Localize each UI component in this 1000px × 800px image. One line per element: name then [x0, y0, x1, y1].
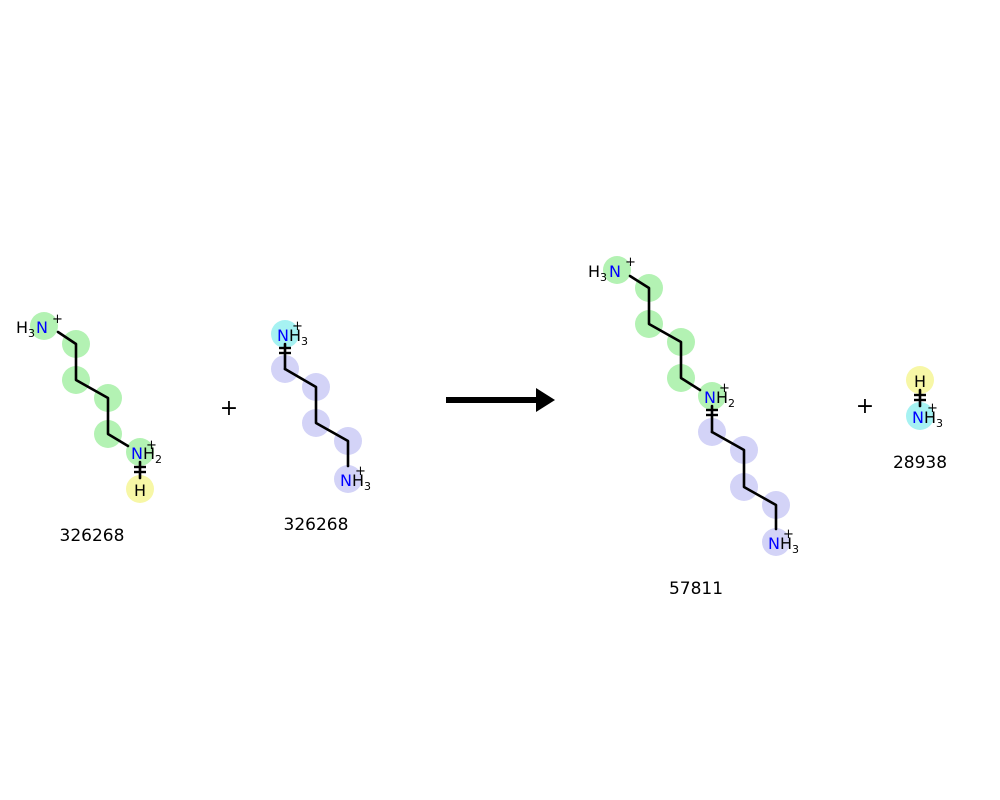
- product-2-atom-nh3: N H 3 +: [912, 401, 943, 430]
- atom-h-suffix: H: [352, 471, 364, 490]
- product-1-atom-nh3-top: H 3 N +: [588, 255, 636, 284]
- reaction-arrow: [446, 388, 555, 412]
- reactant-1-highlights: [30, 312, 154, 503]
- atom-hydrogen: H: [134, 481, 146, 500]
- atom-nitrogen: N: [36, 318, 48, 337]
- atom-h-subscript: 3: [600, 271, 607, 284]
- atom-nitrogen: N: [277, 326, 289, 345]
- reactant-2-label: 326268: [284, 515, 349, 535]
- atom-charge: +: [927, 401, 938, 416]
- product-1: H 3 N + N H 2 + N H 3 + 57811: [588, 255, 799, 599]
- atom-charge: +: [292, 319, 303, 334]
- atom-h-suffix: H: [780, 534, 792, 553]
- atom-nitrogen: N: [704, 388, 716, 407]
- atom-h-subscript: 3: [301, 335, 308, 348]
- atom-nitrogen: N: [768, 534, 780, 553]
- atom-charge: +: [146, 438, 157, 453]
- atom-charge: +: [783, 527, 794, 542]
- atom-nitrogen: N: [131, 444, 143, 463]
- atom-h-subscript: 2: [155, 453, 162, 466]
- plus-sign-reactants: +: [220, 396, 238, 421]
- product-2-label: 28938: [893, 453, 947, 473]
- atom-h-prefix: H: [16, 318, 28, 337]
- reactant-1-atom-nh3: H 3 N +: [16, 312, 63, 340]
- reactant-2: N H 3 + N H 3 + 326268: [271, 319, 371, 535]
- reactant-1-atom-nh2: N H 2 +: [131, 438, 162, 466]
- atom-h-suffix: H: [716, 388, 728, 407]
- atom-nitrogen: N: [340, 471, 352, 490]
- atom-h-prefix: H: [588, 262, 600, 281]
- plus-sign-products: +: [856, 394, 874, 419]
- atom-h-suffix: H: [143, 444, 155, 463]
- reactant-2-atom-nh3-bottom: N H 3 +: [340, 464, 371, 493]
- atom-h-subscript: 3: [792, 543, 799, 556]
- atom-charge: +: [719, 381, 730, 396]
- reactant-1-bonds: [56, 330, 146, 480]
- atom-h-subscript: 3: [936, 417, 943, 430]
- atom-h-subscript: 3: [364, 480, 371, 493]
- reactant-1-label: 326268: [60, 526, 125, 546]
- atom-nitrogen: N: [609, 262, 621, 281]
- atom-charge: +: [625, 255, 636, 270]
- atom-hydrogen: H: [914, 372, 926, 391]
- atom-h-subscript: 2: [728, 397, 735, 410]
- atom-h-suffix: H: [289, 326, 301, 345]
- atom-charge: +: [52, 312, 63, 327]
- reactant-1: H 3 N + N H 2 + H 326268: [16, 312, 162, 546]
- product-2-bonds: [914, 388, 926, 408]
- atom-nitrogen: N: [912, 408, 924, 427]
- product-1-atom-nh3-bottom: N H 3 +: [768, 527, 799, 556]
- atom-h-subscript: 3: [28, 327, 35, 340]
- reactant-2-bonds: [279, 342, 350, 468]
- product-1-label: 57811: [669, 579, 723, 599]
- product-2: H N H 3 + 28938: [893, 366, 947, 473]
- reactant-2-atom-nh3-top: N H 3 +: [277, 319, 308, 348]
- atom-charge: +: [355, 464, 366, 479]
- product-1-bonds: [628, 274, 778, 531]
- atom-h-suffix: H: [924, 408, 936, 427]
- product-1-atom-nh2: N H 2 +: [704, 381, 735, 410]
- product-1-highlights: [603, 256, 790, 556]
- product-2-highlights: [906, 366, 934, 430]
